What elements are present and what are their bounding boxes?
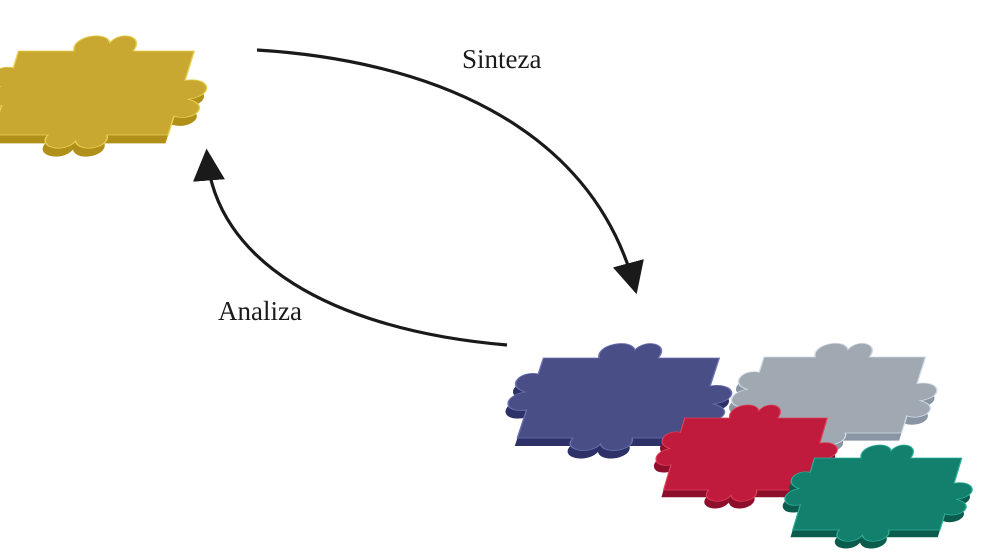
synthesis-arrow bbox=[256, 48, 644, 295]
analysis-label: Analiza bbox=[218, 296, 302, 326]
analysis-arrow bbox=[193, 148, 508, 347]
synthesis-label: Sinteza bbox=[462, 44, 541, 74]
assembled-puzzle bbox=[489, 342, 987, 549]
single-puzzle-piece bbox=[0, 34, 224, 157]
